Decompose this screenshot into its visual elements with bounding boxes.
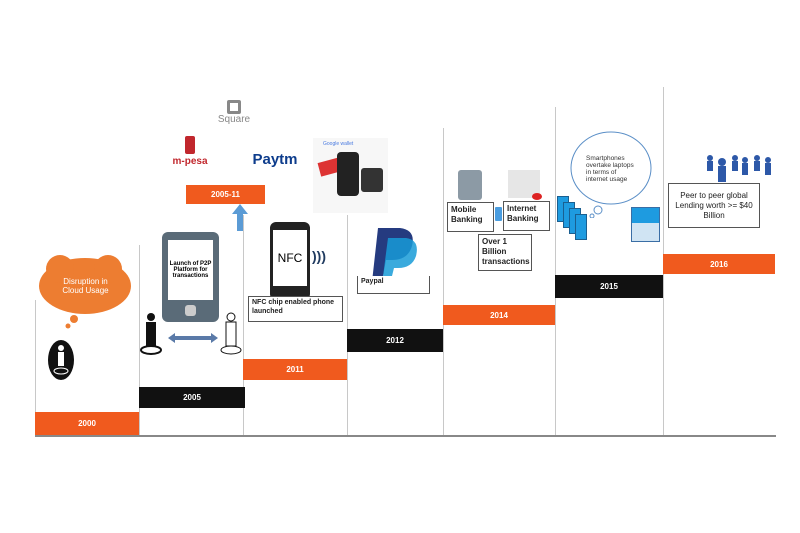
person-icon xyxy=(140,313,162,355)
divider xyxy=(35,300,36,436)
double-arrow-icon xyxy=(168,333,218,343)
caption-2015: Smartphones overtake laptops in terms of… xyxy=(586,155,634,183)
divider xyxy=(139,245,140,436)
caption-mobile-banking: Mobile Banking xyxy=(447,202,494,232)
phone-icon xyxy=(495,207,502,221)
year-2014: 2014 xyxy=(443,305,555,325)
nfc-phone-icon: NFC xyxy=(270,222,310,300)
year-2016: 2016 xyxy=(663,254,775,274)
person-icon xyxy=(220,312,242,355)
person-icon xyxy=(48,340,74,380)
paytm-logo: Paytm xyxy=(252,150,298,168)
range-2005-11: 2005-11 xyxy=(186,185,265,204)
divider xyxy=(347,215,348,436)
thought-cloud: Smartphones overtake laptops in terms of… xyxy=(568,128,654,218)
divider xyxy=(243,215,244,436)
google-wallet-image: Google wallet xyxy=(313,138,388,213)
caption-2011: NFC chip enabled phone launched xyxy=(248,296,343,322)
cloud-icon xyxy=(39,255,131,329)
network-people-image xyxy=(707,155,771,182)
caption-2000: Disruption in Cloud Usage xyxy=(62,277,109,295)
cloud-2000: Disruption in Cloud Usage xyxy=(38,255,133,329)
year-2015: 2015 xyxy=(555,275,663,298)
mobile-banking-icon xyxy=(458,170,482,200)
year-2005: 2005 xyxy=(139,387,245,408)
caption-internet-banking: Internet Banking xyxy=(503,201,550,231)
divider xyxy=(555,107,556,436)
year-2012: 2012 xyxy=(347,329,443,352)
cloud-icon xyxy=(570,131,652,218)
paypal-logo xyxy=(372,228,417,284)
caption-2005: Launch of P2P Platform for transactions xyxy=(168,240,213,300)
tablet-icon: Launch of P2P Platform for transactions xyxy=(162,232,219,322)
laptop-icon xyxy=(631,207,660,242)
baseline xyxy=(35,435,776,437)
caption-2012: Paypal xyxy=(357,276,430,294)
mpesa-logo: m-pesa xyxy=(165,132,215,176)
caption-2016: Peer to peer global Lending worth >= $40… xyxy=(668,183,760,228)
caption-transactions: Over 1 Billion transactions xyxy=(478,234,532,271)
year-2011: 2011 xyxy=(243,359,347,380)
arrow-up-icon xyxy=(232,204,248,231)
internet-banking-icon xyxy=(508,170,542,200)
divider xyxy=(443,128,444,436)
square-logo: Square xyxy=(216,100,252,134)
year-2000: 2000 xyxy=(35,412,139,435)
nfc-waves-icon: ))) xyxy=(312,248,326,264)
